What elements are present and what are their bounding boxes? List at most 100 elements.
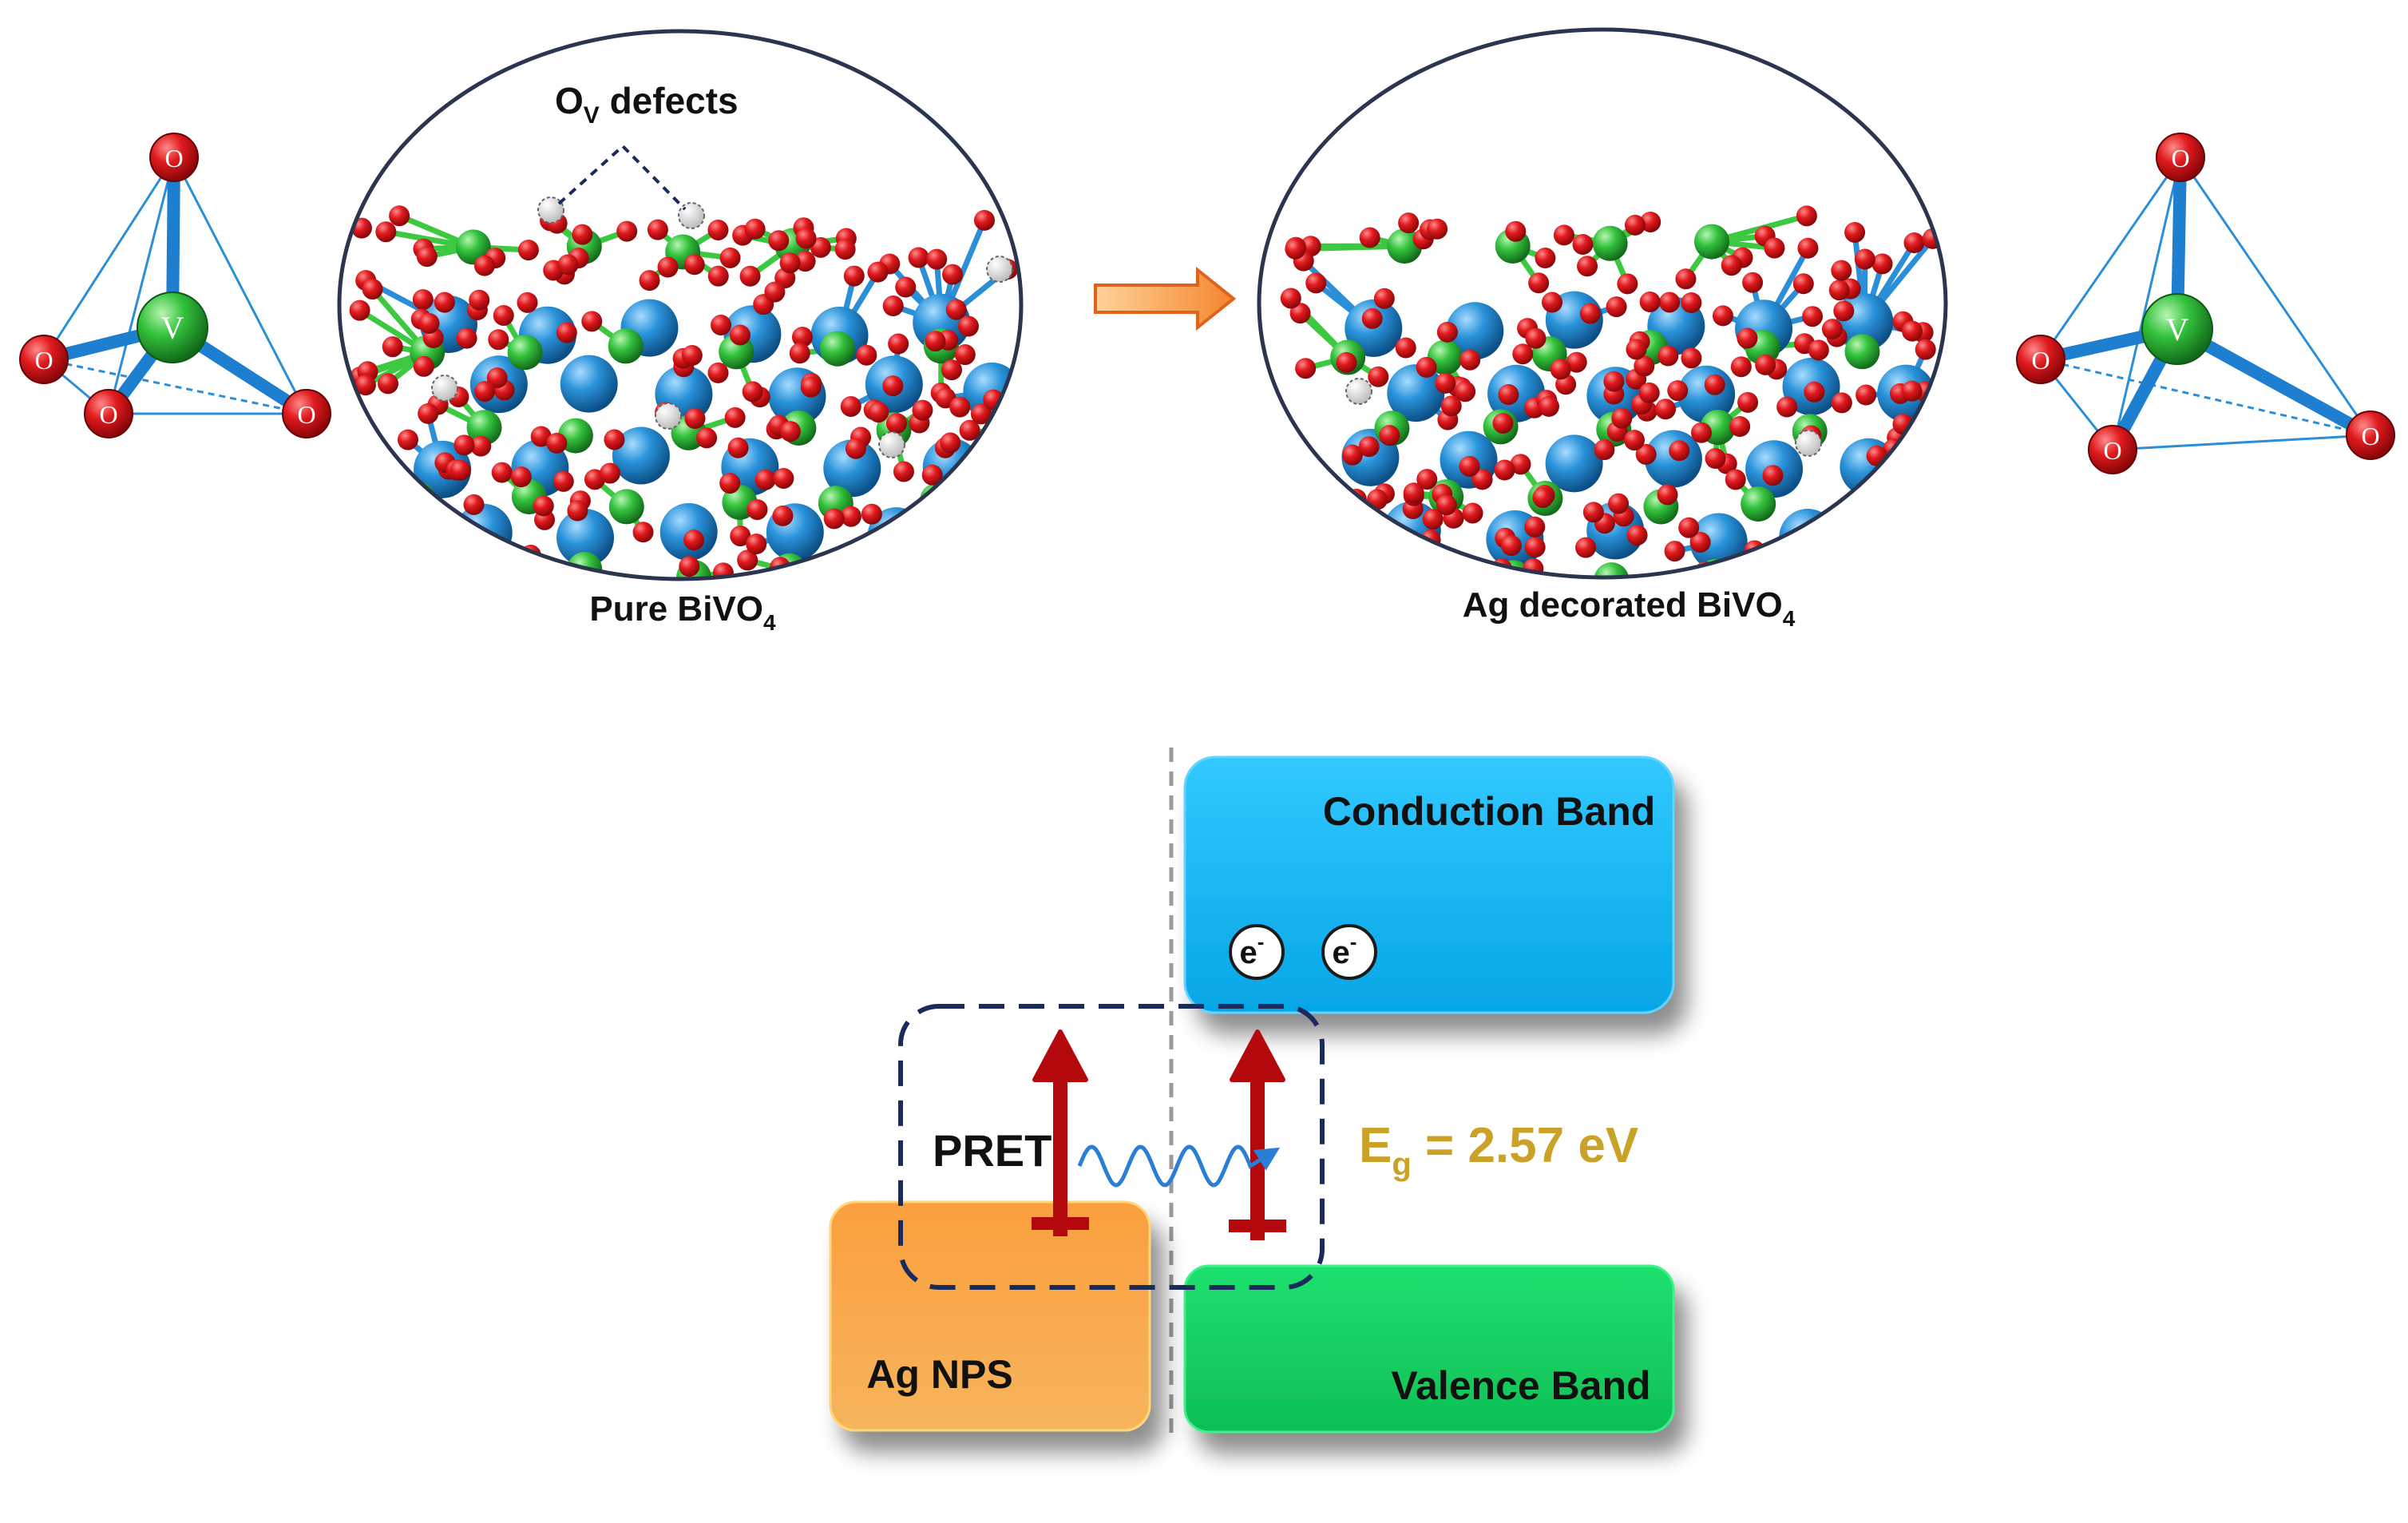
oxygen-atom — [1553, 224, 1574, 246]
oxygen-atom — [1896, 528, 1918, 549]
oxygen-atom — [479, 560, 501, 579]
bismuth-atom — [1387, 364, 1445, 422]
oxygen-atom — [1737, 391, 1759, 413]
oxygen-atom — [2346, 410, 2395, 460]
oxygen-atom — [1538, 395, 1559, 417]
oxygen-atom — [945, 299, 967, 320]
oxygen-atom — [1603, 371, 1625, 392]
oxygen-atom — [1804, 381, 1825, 403]
oxygen-atom — [1459, 455, 1480, 477]
oxygen-atom — [419, 528, 441, 549]
oxygen-atom — [1535, 248, 1556, 269]
oxygen-atom — [1764, 237, 1785, 259]
oxygen-atom — [412, 289, 434, 311]
oxygen-atom — [924, 565, 945, 579]
oxygen-atom — [1675, 268, 1697, 290]
oxygen-atom — [789, 343, 810, 364]
oxygen-atom — [1729, 416, 1751, 438]
oxygen-atom — [1742, 272, 1764, 293]
oxygen-atom — [453, 434, 475, 456]
oxygen-vacancy — [678, 202, 705, 229]
electron-1: e- — [1229, 924, 1285, 980]
oxygen-atom — [1831, 392, 1852, 414]
oxygen-atom — [957, 315, 979, 337]
oxygen-atom — [834, 239, 856, 260]
oxygen-atom — [1871, 253, 1893, 275]
transition-arrow — [1094, 266, 1237, 331]
oxygen-atom — [397, 429, 418, 450]
oxygen-atom — [729, 324, 751, 346]
oxygen-atom — [1611, 407, 1633, 429]
oxygen-atom — [1289, 303, 1311, 324]
oxygen-atom — [711, 315, 732, 336]
oxygen-atom — [1393, 552, 1415, 573]
oxygen-atom — [856, 344, 877, 366]
oxygen-atom — [1500, 535, 1522, 557]
oxygen-atom — [882, 375, 904, 397]
vanadium-atom — [137, 292, 208, 363]
oxygen-atom — [1579, 303, 1601, 324]
oxygen-atom — [1505, 220, 1527, 242]
vanadium-atom — [882, 554, 918, 579]
oxygen-atom-label: O — [99, 400, 117, 429]
oxygen-atom — [567, 500, 588, 522]
oxygen-atom — [556, 322, 577, 343]
oxygen-atom — [362, 279, 383, 300]
oxygen-atom — [354, 375, 376, 396]
oxygen-atom — [1436, 494, 1457, 516]
oxygen-atom — [1626, 525, 1648, 546]
vanadium-atom — [1594, 562, 1630, 577]
oxygen-atom — [772, 505, 794, 526]
oxygen-atom — [923, 573, 945, 579]
vanadium-atom — [400, 482, 436, 518]
oxygen-atom — [1828, 280, 1850, 301]
oxygen-atom — [1305, 272, 1327, 294]
oxygen-atom — [434, 292, 455, 313]
oxygen-atom — [773, 467, 794, 489]
oxygen-atom — [1524, 537, 1546, 558]
vanadium-atom — [1592, 225, 1628, 261]
oxygen-atom — [1594, 439, 1615, 461]
vanadium-atom — [608, 489, 644, 525]
oxygen-atom — [730, 526, 751, 547]
oxygen-atom — [754, 469, 776, 490]
oxygen-atom — [1681, 292, 1702, 314]
oxygen-atom — [727, 437, 749, 458]
oxygen-atom — [800, 376, 822, 398]
oxygen-atom — [474, 381, 496, 403]
oxygen-atom — [1635, 443, 1657, 465]
oxygen-atom — [1462, 502, 1483, 524]
oxygen-atom — [1821, 319, 1843, 340]
oxygen-atom — [510, 466, 532, 488]
oxygen-atom — [491, 462, 513, 483]
oxygen-atom — [895, 276, 917, 298]
oxygen-atom — [921, 566, 943, 579]
oxygen-atom — [390, 498, 412, 519]
oxygen-atom — [600, 462, 621, 484]
bismuth-atom — [560, 355, 618, 413]
bismuth-atom — [556, 509, 615, 567]
oxygen-atom — [1416, 356, 1437, 378]
oxygen-atom — [1606, 296, 1627, 318]
vanadium-atom-label: V — [2166, 311, 2189, 347]
oxygen-atom — [1657, 484, 1678, 506]
oxygen-atom — [1301, 517, 1322, 538]
oxygen-atom — [1368, 366, 1389, 387]
bismuth-atom — [1545, 434, 1603, 493]
oxygen-atom — [1341, 585, 1362, 606]
ag-decorated-bivo4-lattice — [1257, 27, 1948, 606]
oxygen-atom — [2016, 335, 2065, 384]
oxygen-atom — [486, 367, 508, 389]
oxygen-atom — [1528, 272, 1550, 294]
oxygen-atom — [912, 399, 933, 421]
ag-excitation-arrow — [1032, 1029, 1089, 1236]
oxygen-atom — [1000, 494, 1021, 516]
oxygen-atom — [937, 540, 958, 561]
oxygen-atom — [1906, 573, 1927, 577]
oxygen-atom — [949, 396, 971, 418]
oxygen-atom — [488, 329, 509, 351]
oxygen-atom — [975, 457, 996, 478]
oxygen-atom — [84, 389, 133, 438]
oxygen-atom — [1422, 509, 1444, 530]
oxygen-atom — [149, 133, 199, 182]
